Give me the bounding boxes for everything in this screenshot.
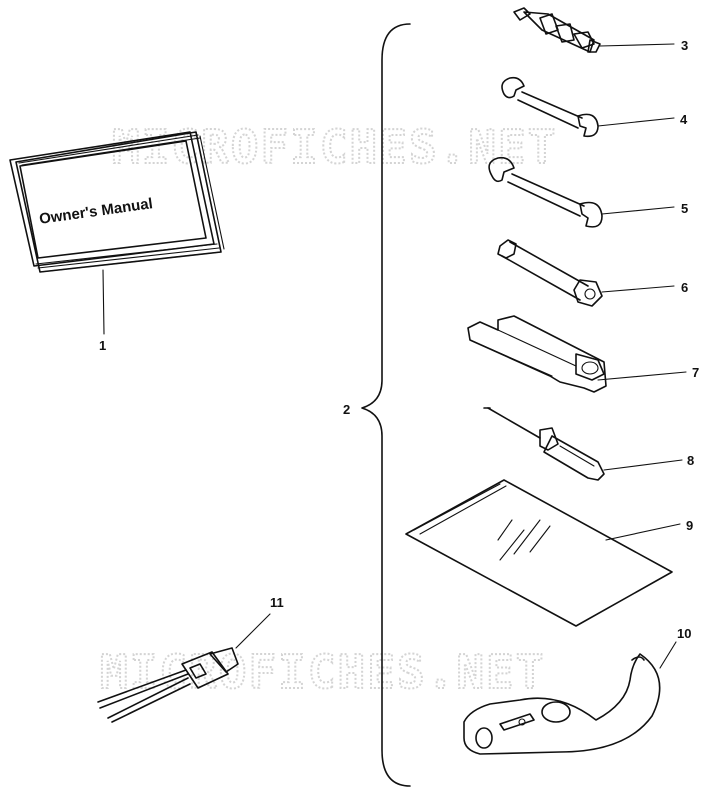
watermark-top: MICROFICHES.NET bbox=[112, 120, 557, 174]
leader-line-7 bbox=[597, 371, 687, 381]
watermark-bottom: MICROFICHES.NET bbox=[100, 645, 545, 699]
callout-2: 2 bbox=[343, 402, 350, 417]
socket-wrench-illustration bbox=[497, 239, 603, 307]
callout-3: 3 bbox=[681, 38, 688, 53]
callout-6: 6 bbox=[681, 280, 688, 295]
leader-line-4 bbox=[597, 117, 675, 127]
callout-5: 5 bbox=[681, 201, 688, 216]
hook-tool-illustration bbox=[463, 653, 661, 755]
leader-line-3 bbox=[599, 43, 675, 47]
leader-line-8 bbox=[603, 459, 683, 471]
callout-9: 9 bbox=[686, 518, 693, 533]
callout-8: 8 bbox=[687, 453, 694, 468]
leader-line-10 bbox=[659, 641, 677, 669]
leader-line-6 bbox=[601, 285, 675, 293]
leader-line-5 bbox=[601, 206, 675, 215]
callout-10: 10 bbox=[677, 626, 691, 641]
callout-1: 1 bbox=[99, 338, 106, 353]
screwdriver-illustration bbox=[483, 407, 605, 481]
spanner-tool-illustration bbox=[467, 315, 607, 393]
leader-line-1 bbox=[102, 269, 105, 335]
small-wrench-illustration bbox=[501, 76, 599, 138]
wire-connector-illustration bbox=[97, 647, 239, 723]
plastic-bag-illustration bbox=[405, 479, 673, 627]
large-wrench-illustration bbox=[488, 156, 603, 228]
callout-7: 7 bbox=[692, 365, 699, 380]
leader-line-11 bbox=[235, 613, 271, 649]
spark-plug-tool-illustration bbox=[513, 7, 601, 53]
leader-line-9 bbox=[605, 523, 681, 541]
manual-cover-title: Owner's Manual bbox=[38, 195, 154, 228]
callout-11: 11 bbox=[270, 595, 284, 610]
callout-4: 4 bbox=[680, 112, 688, 127]
tool-kit-brace bbox=[361, 23, 411, 787]
